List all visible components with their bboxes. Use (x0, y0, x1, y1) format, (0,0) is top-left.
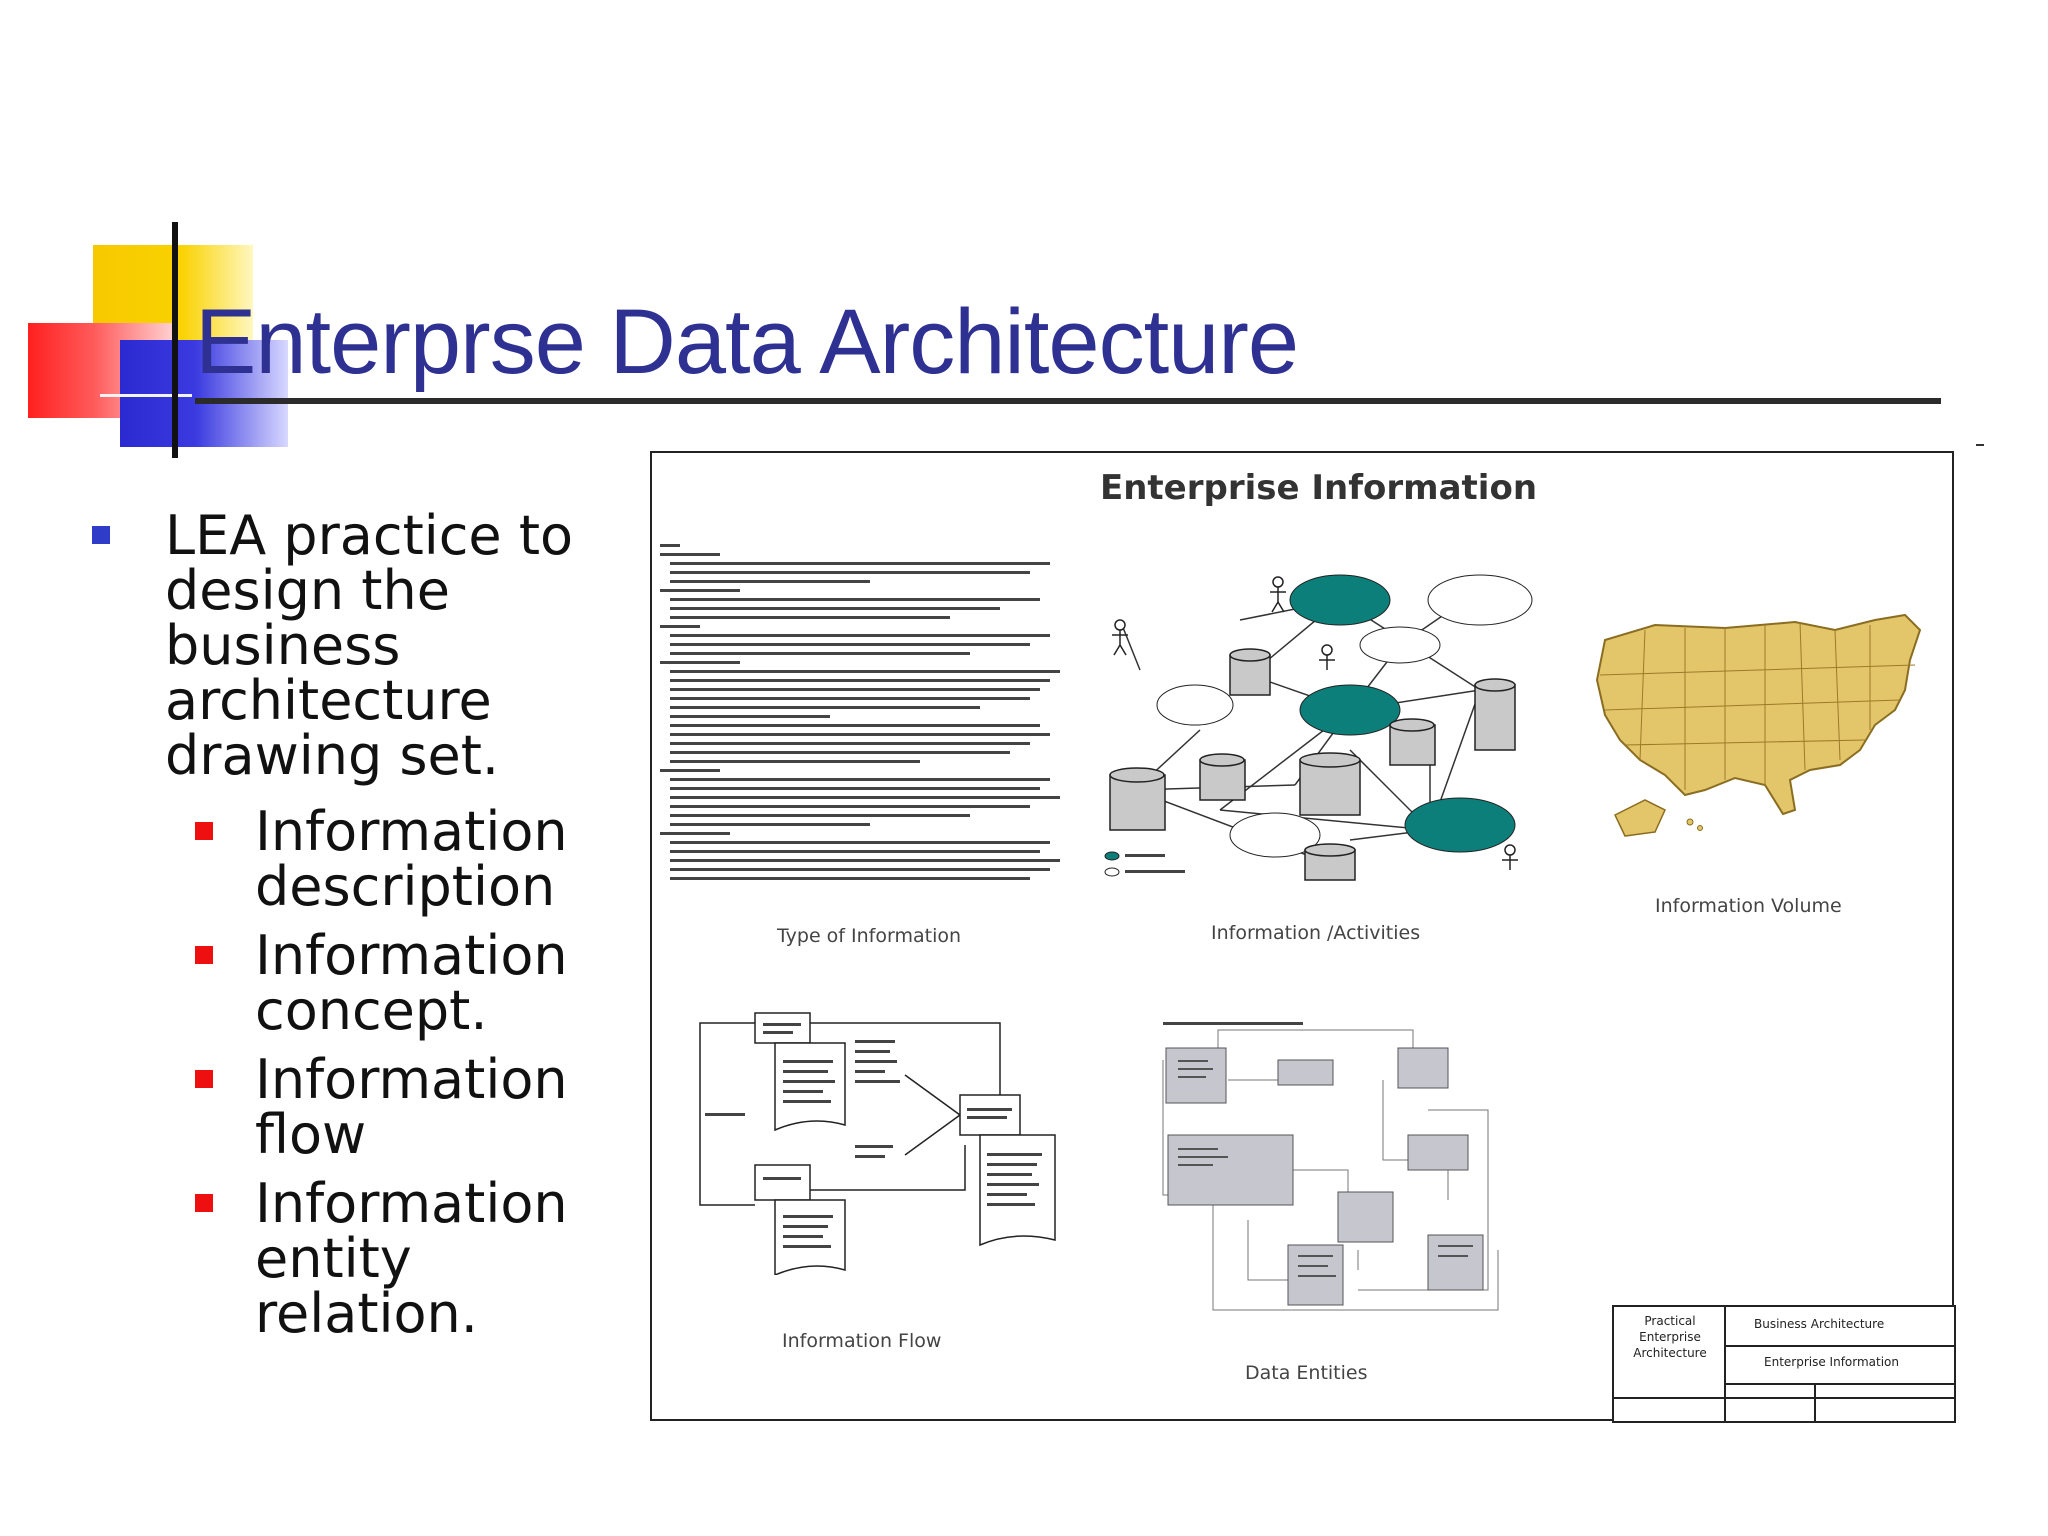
text-line (660, 625, 700, 628)
text-line (670, 724, 1040, 727)
text-line (670, 841, 1050, 844)
text-line (670, 859, 1060, 862)
sub-bullet-information-entity-relation: Information entity relation. (255, 1172, 568, 1345)
bullet-marker (92, 526, 110, 544)
text-line (670, 742, 1030, 745)
sub-bullet-information-flow: Information flow (255, 1048, 568, 1166)
text-line (670, 616, 950, 619)
text-line (670, 679, 1050, 682)
text-line (670, 850, 1040, 853)
caption-data-entities: Data Entities (1245, 1362, 1368, 1384)
text-line (660, 832, 730, 835)
text-line (660, 661, 740, 664)
logo-blue-square (120, 340, 288, 447)
caption-information-volume: Information Volume (1655, 895, 1842, 917)
caption-information-activities: Information /Activities (1211, 922, 1421, 944)
text-line (670, 670, 1060, 673)
text-line (670, 562, 1050, 565)
title-block-left: Practical Enterprise Architecture (1633, 1314, 1707, 1360)
sub-bullet-marker (195, 822, 213, 840)
divider-mark (1976, 444, 1984, 446)
sub-bullet-information-concept: Information concept. (255, 924, 568, 1042)
caption-type-of-information: Type of Information (777, 925, 962, 947)
text-line (670, 868, 1050, 871)
data-entities-diagram (1162, 1022, 1499, 1311)
main-bullet-text: LEA practice to design the business arch… (165, 504, 574, 787)
information-flow-diagram (699, 1012, 1056, 1275)
text-line (660, 553, 720, 556)
text-line (660, 589, 740, 592)
text-line (670, 643, 1030, 646)
sub-bullet-marker (195, 946, 213, 964)
sub-bullet-marker (195, 1194, 213, 1212)
sub-bullet-marker (195, 1070, 213, 1088)
text-line (670, 823, 870, 826)
text-line (670, 796, 1060, 799)
text-line (660, 544, 680, 547)
text-line (670, 814, 970, 817)
text-line (670, 688, 1040, 691)
text-line (670, 607, 1000, 610)
text-line (670, 598, 1040, 601)
text-line (670, 715, 830, 718)
drawing-title: Enterprise Information (1100, 468, 1538, 508)
caption-information-flow: Information Flow (782, 1330, 942, 1352)
text-line (670, 787, 1040, 790)
title-underline (195, 398, 1941, 404)
title-block-right-top: Business Architecture (1754, 1317, 1885, 1331)
text-line (670, 652, 970, 655)
text-line (670, 706, 980, 709)
logo-vertical-line (172, 222, 178, 458)
logo-horizontal-line (100, 394, 192, 397)
text-line (670, 877, 1030, 880)
us-map-illustration (1595, 613, 1922, 837)
text-line (670, 634, 1050, 637)
text-line (670, 760, 920, 763)
drawing-title-block: Practical Enterprise Architecture Busine… (1612, 1305, 1956, 1423)
title-block-right-bottom: Enterprise Information (1764, 1355, 1900, 1369)
slide-title: Enterprse Data Architecture (195, 291, 1299, 393)
text-line (670, 805, 1030, 808)
text-line (670, 751, 1010, 754)
sub-bullet-information-description: Information description (255, 800, 568, 918)
text-line (670, 733, 1050, 736)
text-line (670, 697, 1030, 700)
text-line (660, 769, 720, 772)
information-activities-diagram (1104, 574, 1533, 881)
text-line (670, 778, 1050, 781)
text-line (670, 571, 1030, 574)
type-of-information-text (655, 540, 1060, 885)
text-line (670, 580, 870, 583)
